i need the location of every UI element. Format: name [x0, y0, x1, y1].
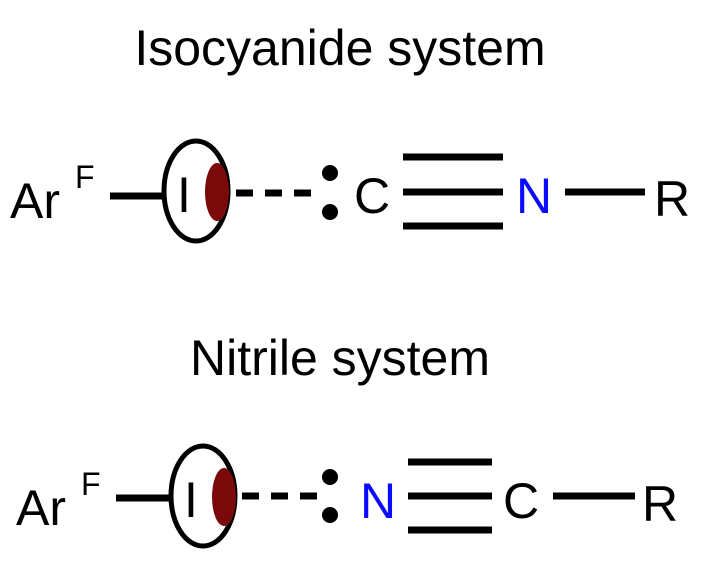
nitrile-carbon-label: C: [503, 473, 539, 529]
isocyanide-carbon-label: C: [354, 168, 390, 224]
nitrile-title: Nitrile system: [190, 330, 490, 386]
isocyanide-r-label: R: [654, 171, 690, 227]
isocyanide-lone-pair-dot-top: [322, 165, 338, 181]
nitrile-iodine-label: I: [184, 472, 198, 528]
isocyanide-system: Isocyanide system Ar F I C N R: [10, 20, 690, 244]
nitrile-ar-superscript: F: [81, 466, 101, 502]
isocyanide-lone-pair-dot-bottom: [322, 204, 338, 220]
isocyanide-iodine-label: I: [177, 167, 191, 223]
isocyanide-ar-label: Ar: [10, 173, 60, 229]
nitrile-lone-pair-dot-bottom: [322, 507, 338, 523]
nitrile-nitrogen-label: N: [360, 473, 396, 529]
nitrile-lone-pair-dot-top: [322, 469, 338, 485]
nitrile-r-label: R: [642, 476, 678, 532]
isocyanide-nitrogen-label: N: [516, 168, 552, 224]
nitrile-system: Nitrile system Ar F I N C R: [16, 330, 678, 549]
isocyanide-triple-bond: [403, 153, 503, 230]
isocyanide-sigma-hole: [205, 163, 229, 221]
nitrile-sigma-hole: [212, 468, 236, 526]
nitrile-triple-bond: [408, 458, 492, 534]
isocyanide-title: Isocyanide system: [134, 20, 545, 76]
isocyanide-ar-superscript: F: [75, 159, 95, 195]
nitrile-ar-label: Ar: [16, 480, 66, 536]
